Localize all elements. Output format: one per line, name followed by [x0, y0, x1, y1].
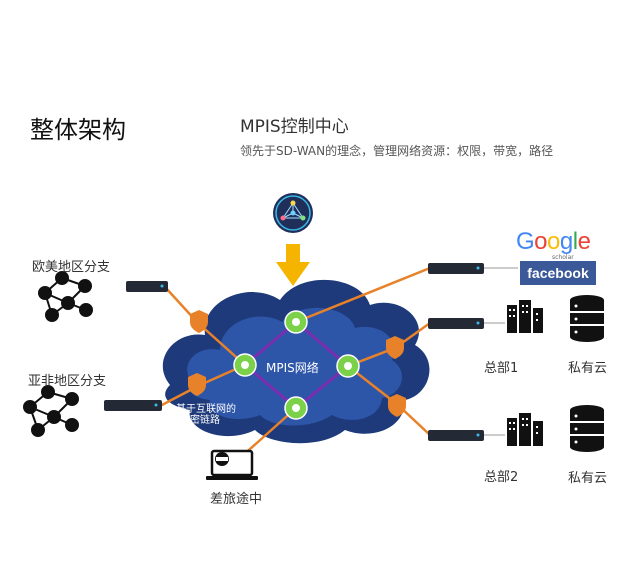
- building-icon: [507, 300, 543, 333]
- encrypted-link-label-2: 加密链路: [180, 415, 220, 426]
- firewall-shields: [188, 310, 406, 417]
- laptop-icon: [206, 449, 258, 480]
- mpis-node: [284, 396, 308, 420]
- mpis-node: [233, 353, 257, 377]
- router-icon: [428, 318, 484, 329]
- google-scholar-sub: scholar: [552, 254, 574, 261]
- branch-network-icon: [23, 385, 79, 437]
- router-icon: [428, 430, 484, 441]
- shield-icon: [188, 373, 206, 396]
- google-scholar-logo: Google: [516, 228, 591, 255]
- shield-icon: [386, 336, 404, 359]
- europe-branch-label: 欧美地区分支: [32, 260, 111, 275]
- control-center-subtitle: 领先于SD-WAN的理念，管理网络资源：权限，带宽，路径: [240, 144, 554, 158]
- router-icon: [428, 263, 484, 274]
- control-center-icon: [273, 193, 313, 233]
- mpis-node: [284, 310, 308, 334]
- mpis-nodes: [233, 310, 360, 420]
- travel-label: 差旅途中: [210, 492, 263, 507]
- router-icon: [104, 400, 162, 411]
- shield-icon: [190, 310, 208, 333]
- hq1-label: 总部1: [484, 361, 519, 376]
- facebook-logo: facebook: [520, 261, 596, 285]
- hq2-label: 总部2: [484, 470, 519, 485]
- database-icon: [570, 405, 604, 452]
- database-icon: [570, 295, 604, 342]
- branch-network-icon: [38, 271, 93, 322]
- private-cloud-1-label: 私有云: [568, 361, 608, 376]
- building-icon: [507, 413, 543, 446]
- lan-links: [484, 267, 518, 436]
- shield-icon: [388, 394, 406, 417]
- page-title: 整体架构: [30, 116, 126, 144]
- control-center-title: MPIS控制中心: [240, 117, 349, 137]
- encrypted-link-label-1: 基于互联网的: [176, 404, 236, 415]
- mpis-node: [336, 354, 360, 378]
- routers: [104, 263, 484, 441]
- asia-africa-branch-label: 亚非地区分支: [28, 374, 107, 389]
- down-arrow-icon: [276, 244, 310, 286]
- private-cloud-2-label: 私有云: [568, 471, 608, 486]
- mpis-network-label: MPIS网络: [266, 361, 319, 375]
- router-icon: [126, 281, 168, 292]
- cloud-shape: [162, 279, 430, 444]
